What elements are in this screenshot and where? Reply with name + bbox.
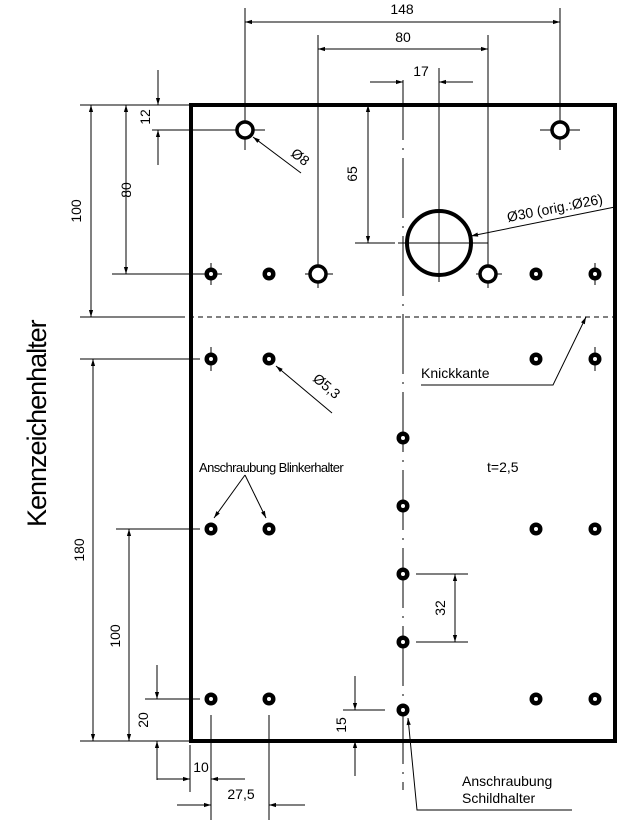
dim-180: 180	[71, 358, 200, 742]
svg-text:10: 10	[193, 759, 209, 775]
dim-32: 32	[416, 573, 468, 643]
dim-100-top: 100	[68, 104, 191, 318]
dim-10: 10	[157, 759, 245, 782]
svg-text:27,5: 27,5	[227, 786, 254, 802]
dim-17: 17	[370, 63, 473, 210]
label-hole-8: Ø8	[252, 136, 313, 174]
dim-80-left: 80	[112, 105, 200, 275]
dim-148: 148	[244, 1, 561, 120]
hole-row-blinker	[204, 522, 602, 536]
label-hole-30: Ø30 (orig.:Ø26)	[470, 191, 616, 237]
svg-text:148: 148	[390, 1, 414, 17]
dim-12: 12	[137, 70, 225, 165]
hole-row-upper	[200, 262, 602, 288]
hole-30	[398, 205, 488, 282]
svg-text:100: 100	[68, 199, 84, 223]
svg-text:Knickkante: Knickkante	[421, 365, 490, 381]
svg-text:32: 32	[432, 600, 448, 616]
label-knickkante: Knickkante	[421, 316, 587, 386]
holes	[200, 110, 602, 717]
dim-15: 15	[333, 676, 385, 776]
svg-text:17: 17	[413, 63, 429, 79]
svg-text:15: 15	[333, 717, 349, 733]
dim-20: 20	[135, 665, 200, 780]
svg-text:12: 12	[137, 109, 153, 125]
label-schild-mount: Anschraubung Schildhalter	[406, 717, 572, 811]
svg-text:80: 80	[118, 182, 134, 198]
label-blinker-mount: Anschraubung Blinkerhalter	[199, 460, 345, 519]
thickness-label: t=2,5	[487, 459, 519, 475]
svg-text:80: 80	[395, 29, 411, 45]
dim-27-5: 27,5	[177, 786, 305, 808]
svg-text:Anschraubung: Anschraubung	[462, 773, 552, 789]
dim-65: 65	[344, 105, 395, 244]
svg-text:Anschraubung Blinkerhalter: Anschraubung Blinkerhalter	[199, 460, 344, 475]
drawing-title: Kennzeichenhalter	[22, 319, 52, 527]
svg-text:100: 100	[107, 624, 123, 648]
hole-row-bottom	[204, 692, 602, 706]
hole-row-below-bend	[204, 347, 602, 371]
dim-100-lower: 100	[107, 528, 200, 741]
svg-text:Schildhalter: Schildhalter	[462, 790, 535, 806]
svg-text:65: 65	[344, 166, 360, 182]
svg-text:Ø30 (orig.:Ø26): Ø30 (orig.:Ø26)	[506, 191, 605, 225]
svg-text:20: 20	[135, 712, 151, 728]
svg-text:180: 180	[71, 538, 87, 562]
svg-text:Ø8: Ø8	[288, 145, 313, 169]
dim-80-top: 80	[317, 29, 489, 262]
hole-8-right	[540, 110, 580, 150]
svg-text:Ø5,3: Ø5,3	[310, 370, 344, 402]
hole-column-center	[396, 431, 410, 717]
label-hole-5-3: Ø5,3	[275, 365, 344, 414]
